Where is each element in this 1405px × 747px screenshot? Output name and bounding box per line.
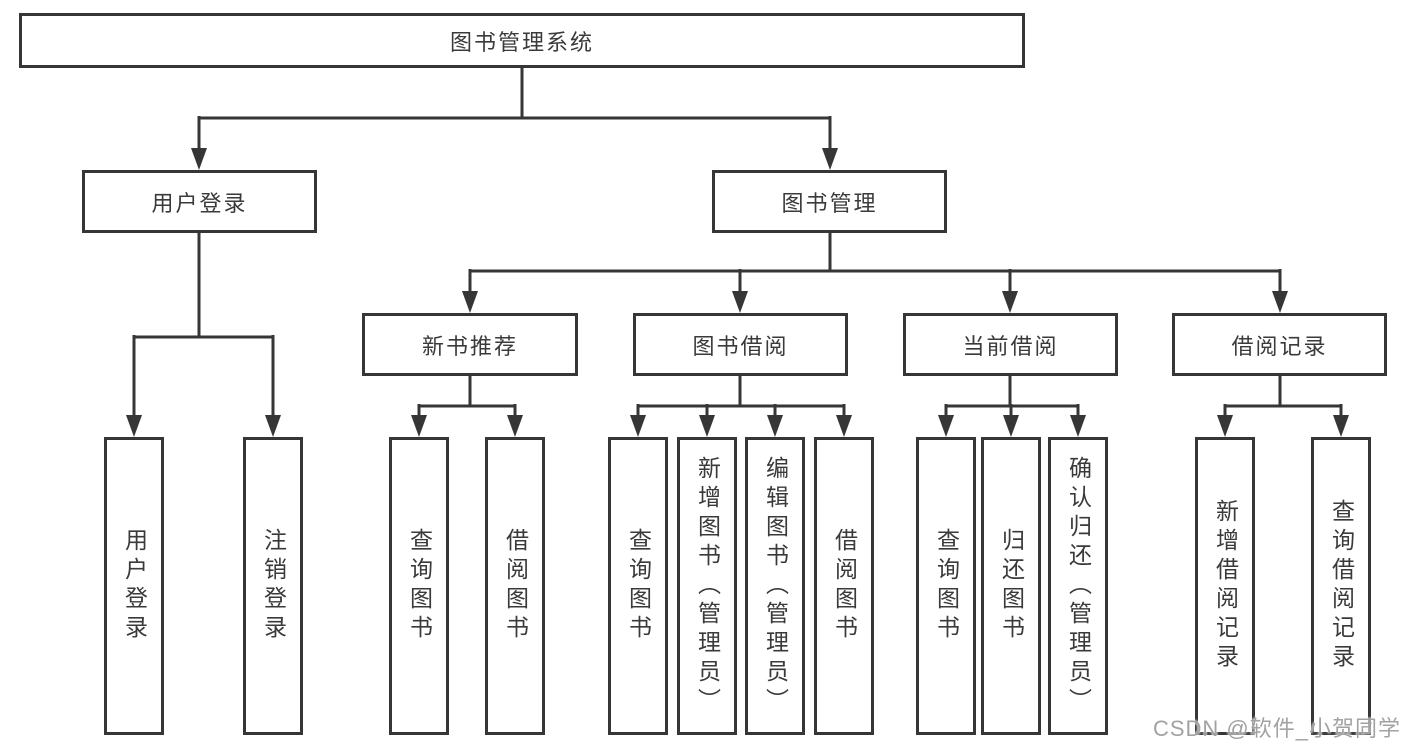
node-borrowing-records-label: 借阅记录 (1231, 333, 1328, 359)
leaf-borrow-books-recommend: 借阅图书 (485, 437, 545, 735)
node-root-system: 图书管理系统 (19, 13, 1025, 68)
node-borrowing-records: 借阅记录 (1172, 313, 1387, 376)
leaf-query-books-recommend-label: 查询图书 (406, 528, 433, 644)
leaf-add-books-admin: 新增图书（管理员） (677, 437, 737, 735)
leaf-logout-label: 注销登录 (260, 528, 287, 644)
leaf-query-books-current-label: 查询图书 (933, 528, 960, 644)
leaf-add-borrow-record-label: 新增借阅记录 (1212, 499, 1239, 673)
node-user-login: 用户登录 (82, 170, 317, 233)
leaf-borrow-books-recommend-label: 借阅图书 (502, 528, 529, 644)
leaf-user-login: 用户登录 (104, 437, 164, 735)
leaf-query-books-borrowing: 查询图书 (608, 437, 668, 735)
leaf-edit-books-admin: 编辑图书（管理员） (745, 437, 805, 735)
branch-user-login (126, 233, 281, 437)
node-root-system-label: 图书管理系统 (449, 29, 594, 55)
leaf-user-login-label: 用户登录 (121, 528, 148, 644)
leaf-borrow-books-label: 借阅图书 (831, 528, 858, 644)
leaf-logout: 注销登录 (243, 437, 303, 735)
leaf-borrow-books: 借阅图书 (814, 437, 874, 735)
node-book-borrowing-label: 图书借阅 (692, 333, 789, 359)
leaf-return-books-label: 归还图书 (998, 528, 1025, 644)
node-new-book-recommend: 新书推荐 (362, 313, 578, 376)
node-book-management: 图书管理 (712, 170, 947, 233)
leaf-query-borrow-record: 查询借阅记录 (1311, 437, 1371, 735)
leaf-query-books-current: 查询图书 (916, 437, 976, 735)
branch-book-borrowing (630, 376, 852, 437)
leaf-confirm-return-admin: 确认归还（管理员） (1048, 437, 1108, 735)
branch-book-management (462, 233, 1288, 313)
leaf-add-books-admin-label: 新增图书（管理员） (694, 455, 721, 717)
node-current-borrowing: 当前借阅 (903, 313, 1118, 376)
branch-borrowing-records (1217, 376, 1349, 437)
leaf-edit-books-admin-label: 编辑图书（管理员） (762, 455, 789, 717)
node-new-book-recommend-label: 新书推荐 (421, 333, 518, 359)
leaf-confirm-return-admin-label: 确认归还（管理员） (1065, 455, 1092, 717)
leaf-query-books-borrowing-label: 查询图书 (625, 528, 652, 644)
leaf-query-borrow-record-label: 查询借阅记录 (1328, 499, 1355, 673)
branch-root (191, 68, 838, 170)
node-user-login-label: 用户登录 (151, 190, 248, 216)
leaf-return-books: 归还图书 (981, 437, 1041, 735)
csdn-watermark: CSDN @软件_小贺同学 (1152, 716, 1401, 741)
node-book-borrowing: 图书借阅 (633, 313, 848, 376)
node-current-borrowing-label: 当前借阅 (962, 333, 1059, 359)
node-book-management-label: 图书管理 (781, 190, 878, 216)
branch-new-book-recommend (411, 376, 523, 437)
branch-current-borrowing (938, 376, 1086, 437)
leaf-add-borrow-record: 新增借阅记录 (1195, 437, 1255, 735)
leaf-query-books-recommend: 查询图书 (389, 437, 449, 735)
